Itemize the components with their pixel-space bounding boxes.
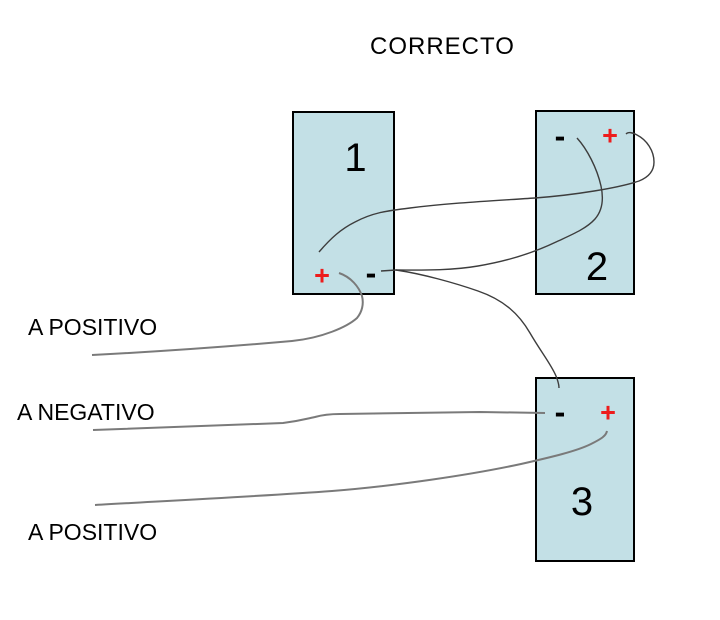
battery-3: 3 - + — [535, 377, 635, 562]
battery-2-number: 2 — [585, 245, 609, 289]
battery-3-negative-terminal: - — [554, 394, 566, 430]
battery-1: 1 + - — [292, 111, 395, 295]
battery-1-number: 1 — [344, 136, 367, 180]
battery-2-negative-terminal: - — [554, 118, 566, 154]
battery-3-positive-terminal: + — [600, 397, 616, 428]
battery-2-positive-terminal: + — [602, 120, 618, 151]
battery-2: 2 - + — [535, 110, 635, 295]
battery-3-number: 3 — [570, 480, 594, 524]
battery-1-positive-terminal: + — [314, 260, 330, 291]
diagram-title: CORRECTO — [370, 33, 515, 60]
label-a-negativo: A NEGATIVO — [17, 399, 155, 425]
label-a-positivo-bottom: A POSITIVO — [28, 519, 158, 545]
lead-line-a-negativo — [92, 410, 546, 431]
lead-line-a-positivo-bottom — [94, 430, 608, 506]
label-a-positivo-top: A POSITIVO — [28, 314, 158, 340]
battery-1-negative-terminal: - — [365, 255, 377, 291]
